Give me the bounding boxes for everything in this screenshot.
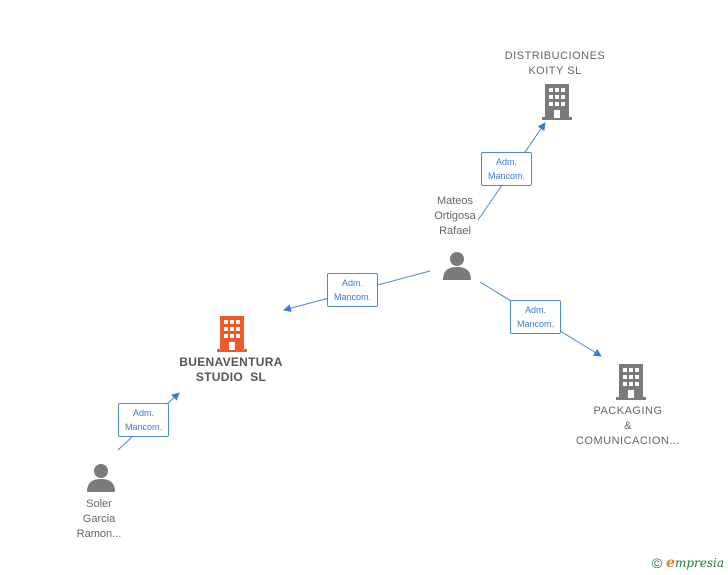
edge-label-line: Adm.	[496, 157, 518, 167]
edge-label-mateos-packaging[interactable]: Adm. Mancom.	[510, 300, 562, 334]
building-icon[interactable]	[615, 364, 647, 400]
node-label-soler[interactable]: Soler Garcia Ramon...	[49, 497, 149, 542]
node-label-line: COMUNICACION...	[575, 435, 681, 447]
edge-label-line: Mancom.	[488, 171, 526, 181]
footer-brand: © empresia	[652, 555, 724, 571]
building-icon[interactable]	[541, 84, 573, 120]
edge-label-line: Adm.	[525, 305, 547, 315]
node-label-line: Ortigosa	[434, 210, 476, 222]
node-label-line: KOITY SL	[528, 65, 582, 77]
node-label-line: &	[624, 420, 632, 432]
edge-label-mateos-buenaventura[interactable]: Adm. Mancom.	[327, 273, 379, 307]
node-label-line: Soler	[86, 498, 112, 510]
edge-label-line: Mancom.	[125, 422, 163, 432]
node-label-line: PACKAGING	[593, 405, 663, 417]
edge-label-line: Adm.	[342, 278, 364, 288]
brand-logo-text: mpresia	[674, 556, 724, 570]
node-label-line: BUENAVENTURA	[179, 355, 283, 369]
copyright-icon: ©	[651, 555, 663, 571]
edge-label-line: Adm.	[133, 408, 155, 418]
node-label-distribuciones[interactable]: DISTRIBUCIONES KOITY SL	[495, 49, 615, 79]
node-label-line: Rafael	[439, 225, 471, 237]
node-label-line: STUDIO SL	[195, 370, 267, 384]
brand-logo-initial: e	[666, 555, 675, 571]
node-label-mateos[interactable]: Mateos Ortigosa Rafael	[405, 194, 505, 239]
edge-label-line: Mancom.	[334, 292, 372, 302]
node-label-line: Mateos	[436, 195, 474, 207]
edge-label-line: Mancom.	[517, 319, 555, 329]
brand-logo[interactable]: empresia	[666, 555, 724, 571]
edge-label-soler-buenaventura[interactable]: Adm. Mancom.	[118, 403, 170, 437]
node-label-packaging[interactable]: PACKAGING & COMUNICACION...	[568, 404, 688, 449]
node-label-line: Ramon...	[76, 528, 122, 540]
person-icon[interactable]	[442, 250, 472, 280]
node-label-buenaventura[interactable]: BUENAVENTURA STUDIO SL	[166, 355, 296, 385]
building-icon[interactable]	[216, 316, 248, 352]
edge-label-mateos-distribuciones[interactable]: Adm. Mancom.	[481, 152, 533, 186]
node-label-line: Garcia	[82, 513, 116, 525]
person-icon[interactable]	[86, 462, 116, 492]
node-label-line: DISTRIBUCIONES	[504, 50, 606, 62]
